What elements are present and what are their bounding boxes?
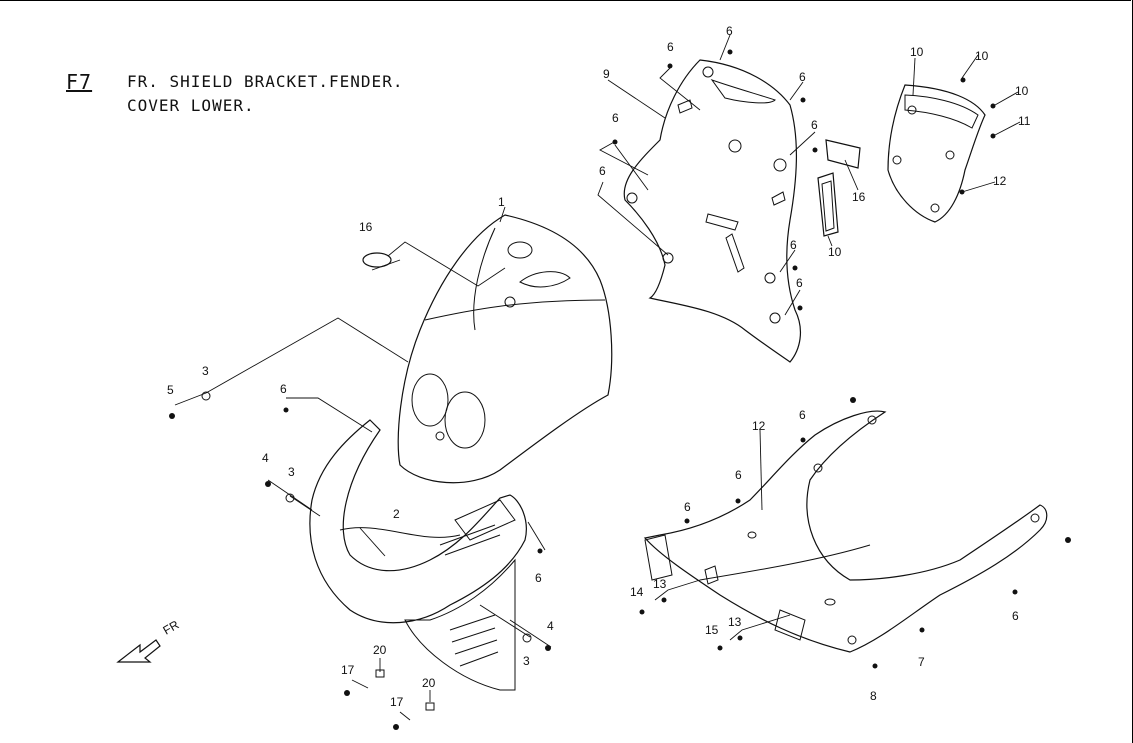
callout-number: 4 — [547, 619, 554, 633]
callout-number: 16 — [852, 190, 866, 204]
callout-number: 20 — [422, 676, 436, 690]
callout-number: 5 — [167, 383, 174, 397]
callout-number: 6 — [735, 468, 742, 482]
callout-number: 16 — [359, 220, 373, 234]
callout-number: 10 — [1015, 84, 1029, 98]
callout-number: 6 — [799, 70, 806, 84]
callout-number: 3 — [523, 654, 530, 668]
callout-number: 11 — [1018, 114, 1031, 128]
callout-number: 6 — [684, 500, 691, 514]
front-direction-arrow-icon — [116, 639, 161, 663]
section-title-line1: FR. SHIELD BRACKET.FENDER. — [127, 72, 404, 91]
callout-number: 6 — [796, 276, 803, 290]
callout-number: 14 — [630, 585, 644, 599]
callout-number: 12 — [993, 174, 1007, 188]
callout-number: 6 — [790, 238, 797, 252]
callout-number: 1 — [498, 195, 505, 209]
callout-number: 17 — [341, 663, 355, 677]
floor-panel-part — [643, 410, 1048, 653]
callout-number: 10 — [828, 245, 842, 259]
callout-number: 3 — [202, 364, 209, 378]
callout-number: 6 — [1012, 609, 1019, 623]
front-shield-part — [397, 214, 613, 484]
section-code: F7 — [66, 70, 93, 94]
frame-border-top — [0, 0, 1131, 1]
callout-number: 6 — [667, 40, 674, 54]
callout-number: 10 — [975, 49, 989, 63]
callout-number: 3 — [288, 465, 295, 479]
direction-label: FR — [161, 617, 182, 637]
callout-number: 8 — [870, 689, 877, 703]
callout-number: 17 — [390, 695, 404, 709]
side-cover-part — [887, 84, 986, 223]
callout-number: 6 — [811, 118, 818, 132]
callout-number: 10 — [910, 45, 924, 59]
callout-labels: 1 2 3 3 3 4 4 5 6 6 6 6 6 6 6 6 6 6 6 6 … — [167, 24, 1031, 709]
callout-number: 2 — [393, 507, 400, 521]
callout-number: 7 — [918, 655, 925, 669]
callout-number: 13 — [728, 615, 742, 629]
callout-number: 6 — [280, 382, 287, 396]
fasteners — [169, 49, 1071, 730]
callout-number: 4 — [262, 451, 269, 465]
callout-number: 9 — [603, 67, 610, 81]
shield-bracket-part — [309, 419, 527, 691]
callout-number: 6 — [599, 164, 606, 178]
callout-number: 20 — [373, 643, 387, 657]
callout-number: 6 — [612, 111, 619, 125]
caution-label-part — [825, 139, 861, 169]
callout-number: 6 — [535, 571, 542, 585]
callout-number: 6 — [799, 408, 806, 422]
section-title-line2: COVER LOWER. — [127, 96, 255, 115]
emblem-part — [362, 252, 392, 268]
callout-number: 12 — [752, 419, 766, 433]
leader-lines — [174, 34, 1021, 721]
inner-cover-part — [623, 59, 802, 363]
lid-part — [817, 172, 839, 237]
callout-number: 13 — [653, 577, 667, 591]
callout-number: 6 — [726, 24, 733, 38]
callout-number: 15 — [705, 623, 719, 637]
